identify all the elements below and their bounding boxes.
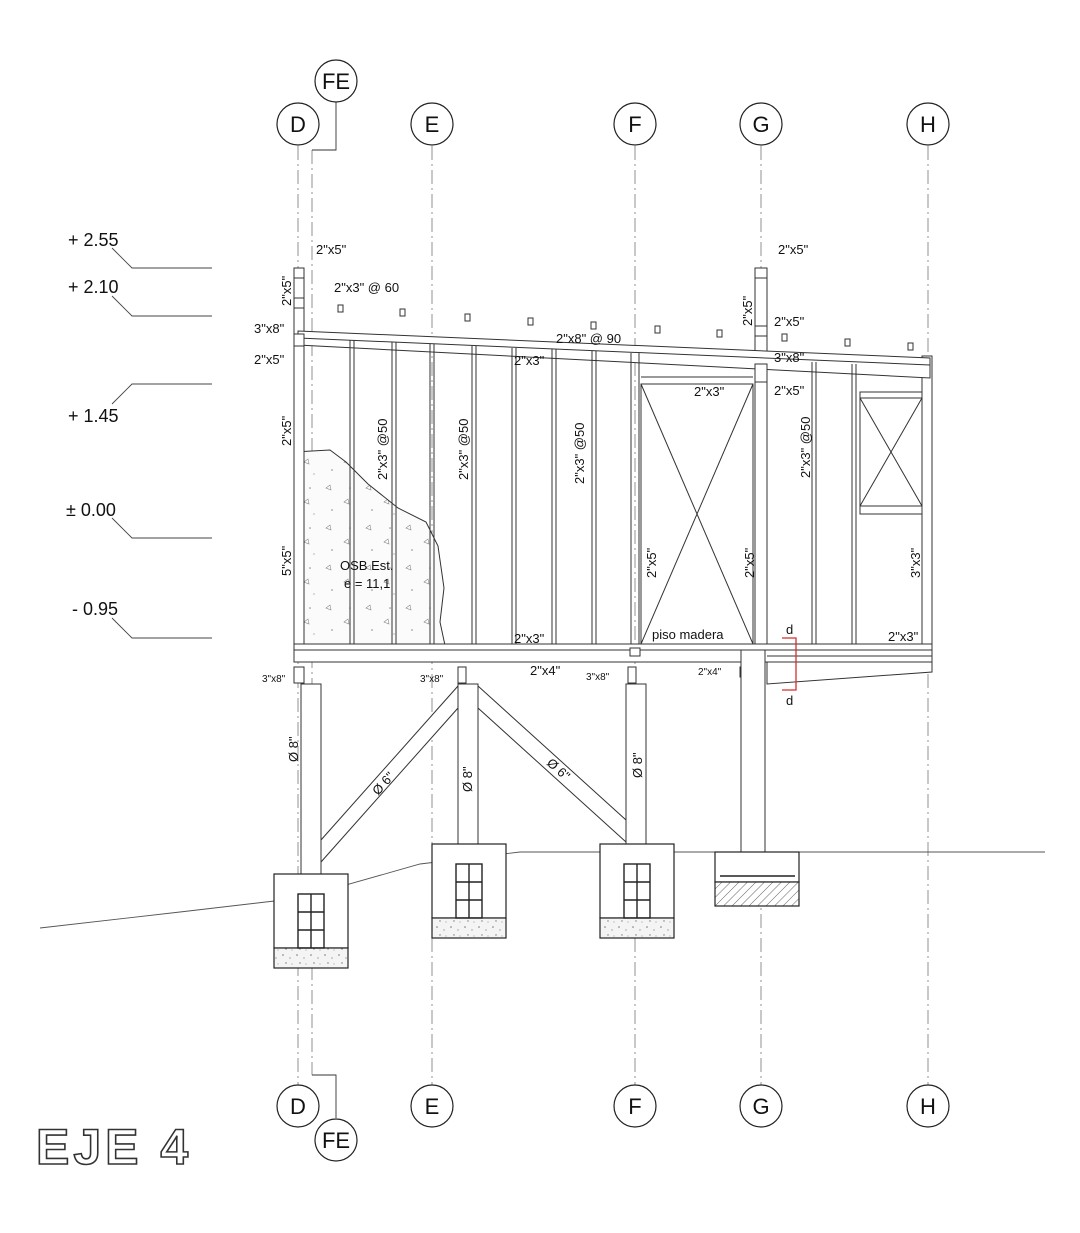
purlins (337, 304, 914, 351)
axis-bubble-bottom-g (739, 1084, 783, 1128)
osb-sheathing (293, 449, 447, 651)
pile-e (457, 683, 479, 845)
axis-label-bottom-d: D (290, 1094, 306, 1119)
level-markers (111, 247, 212, 639)
level-label-210: + 2.10 (68, 277, 119, 297)
label-2x5-vertical-top-left: 2"x5" (279, 275, 294, 306)
axis-label-top-f: F (628, 112, 641, 137)
axis-bubble-bottom-e (410, 1084, 454, 1128)
level-labels: + 2.55 + 2.10 + 1.45 ± 0.00 - 0.95 (66, 230, 119, 619)
pile-g (740, 649, 766, 853)
drawing-title: EJE 4 (36, 1119, 192, 1175)
label-2x5-g-mid: 2"x5" (774, 383, 805, 398)
axis-label-bottom-e: E (425, 1094, 440, 1119)
axis-bubble-bottom-d (276, 1084, 320, 1128)
label-2x3-door-header: 2"x3" (694, 384, 725, 399)
label-stud-50-b: 2"x3" @50 (456, 419, 471, 480)
level-label-095: - 0.95 (72, 599, 118, 619)
level-label-000: ± 0.00 (66, 500, 116, 520)
label-2x3-bottom-left: 2"x3" (514, 631, 545, 646)
post-g (754, 267, 768, 651)
label-2x5-top-left: 2"x5" (316, 242, 347, 257)
member-labels: 2"x5" 2"x5" 2"x3" @ 60 3"x8" 2"x5" 2"x8"… (254, 242, 923, 798)
label-2x3-bottom-right: 2"x3" (888, 629, 919, 644)
label-stud-50-d: 2"x3" @50 (798, 417, 813, 478)
section-mark (782, 637, 797, 691)
axis-bubble-bottom-fe (314, 1118, 358, 1162)
piles (300, 649, 766, 875)
axis-label-bottom-g: G (752, 1094, 769, 1119)
label-rafter: 2"x8" @ 90 (556, 331, 621, 346)
axis-bubble-top-e (410, 102, 454, 146)
rebar (297, 863, 795, 949)
label-3x8-pile-d: 3"x8" (262, 674, 286, 685)
bottom-plate (293, 643, 933, 651)
label-osb-1: OSB Est. (340, 558, 393, 573)
axis-bubble-top-d (276, 102, 320, 146)
fe-leaders (312, 100, 337, 1118)
axis-bubble-top-h (906, 102, 950, 146)
axis-bubble-top-f (613, 102, 657, 146)
label-stud-50-c: 2"x3" @50 (572, 423, 587, 484)
label-2x5-vertical-g-top: 2"x5" (740, 295, 755, 326)
studs (349, 340, 857, 650)
axis-bubble-top-fe (314, 59, 358, 103)
footing-g (714, 851, 800, 883)
pile-d (300, 683, 322, 875)
axis-label-top-fe: FE (322, 69, 350, 94)
axis-label-bottom-h: H (920, 1094, 936, 1119)
label-3x8-pile-e: 3"x8" (420, 674, 444, 685)
axis-bubble-top-g (739, 102, 783, 146)
label-3x8-g: 3"x8" (774, 350, 805, 365)
axis-label-bottom-fe: FE (322, 1128, 350, 1153)
axis-bubbles-bottom (276, 1084, 950, 1162)
cantilever (766, 661, 933, 685)
axis-bubbles-top (276, 59, 950, 146)
label-osb-2: e = 11,1 (344, 576, 390, 591)
axis-labels-top: D FE E F G H (290, 69, 936, 137)
label-stud-50-a: 2"x3" @50 (375, 419, 390, 480)
label-pile-f: Ø 8" (630, 752, 645, 778)
label-purlin: 2"x3" @ 60 (334, 280, 399, 295)
label-5x5-vertical-left: 5"x5" (279, 545, 294, 576)
section-mark-label-bottom: d (786, 693, 793, 708)
axis-label-top-e: E (425, 112, 440, 137)
brace-right (477, 684, 627, 844)
axis-bubble-bottom-f (613, 1084, 657, 1128)
label-2x3-top: 2"x3" (514, 353, 545, 368)
label-3x3-vertical-h: 3"x3" (908, 547, 923, 578)
label-3x8-pile-f: 3"x8" (586, 672, 610, 683)
label-2x5-g-upper: 2"x5" (774, 314, 805, 329)
axis-label-top-g: G (752, 112, 769, 137)
wall-frame (293, 267, 933, 685)
axis-labels-bottom: D FE E F G H (290, 1094, 936, 1153)
brace-left (320, 684, 459, 864)
label-2x4-g: 2"x4" (698, 667, 722, 678)
label-2x4: 2"x4" (530, 663, 561, 678)
section-mark-label-top: d (786, 622, 793, 637)
footings (273, 843, 800, 969)
label-floor: piso madera (652, 627, 724, 642)
label-pile-e: Ø 8" (460, 766, 475, 792)
level-label-145: + 1.45 (68, 406, 119, 426)
label-3x8-left: 3"x8" (254, 321, 285, 336)
axis-label-top-d: D (290, 112, 306, 137)
post-d (293, 267, 305, 651)
label-2x5-vertical-f: 2"x5" (644, 547, 659, 578)
label-2x5-top-g: 2"x5" (778, 242, 809, 257)
axis-bubble-bottom-h (906, 1084, 950, 1128)
post-h (921, 355, 933, 651)
label-pile-d: Ø 8" (286, 736, 301, 762)
label-2x5-vertical-g: 2"x5" (742, 547, 757, 578)
axis-label-bottom-f: F (628, 1094, 641, 1119)
level-label-255: + 2.55 (68, 230, 119, 250)
ground-line (39, 851, 1045, 929)
axis-label-top-h: H (920, 112, 936, 137)
label-2x5-vertical-left: 2"x5" (279, 415, 294, 446)
label-2x5-left-mid: 2"x5" (254, 352, 285, 367)
